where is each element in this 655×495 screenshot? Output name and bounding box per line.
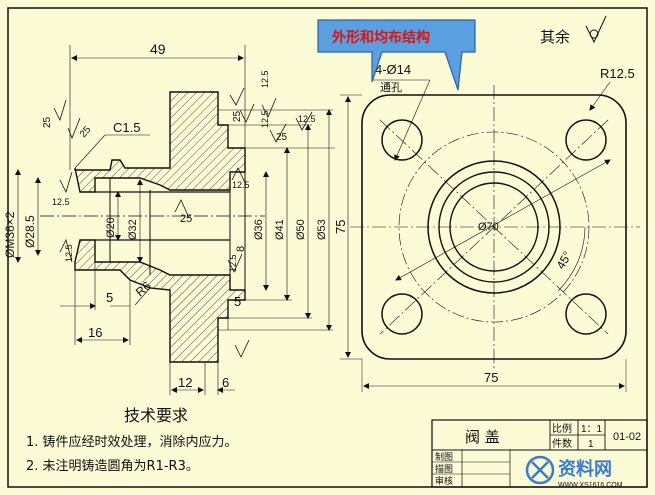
technical-requirements: 技术要求 1. 铸件应经时效处理，消除内应力。 2. 未注明铸造圆角为R1-R3… [26,406,238,474]
dim-r12-5: R12.5 [600,66,635,81]
dim-w5-a: 5 [106,290,113,305]
section-upper [74,91,246,193]
dim-w6: 6 [222,375,229,390]
dim-d20: Ø20 [105,217,117,238]
dim-w16: 16 [88,325,102,340]
scale-value: 1：1 [581,424,603,435]
front-view: 49 C1.5 ØM36×2 Ø28.5 Ø20 Ø32 Ø36 Ø41 Ø50… [3,41,335,395]
dim-w5-b: 5 [234,294,241,309]
dim-d41: Ø41 [274,219,286,240]
watermark-sub: WWW.XS1616.COM [558,482,623,489]
ra-12-5-d: 12.5 [260,110,270,128]
title-block [431,419,648,488]
requirements-title: 技术要求 [124,406,188,425]
callout-box [317,19,476,91]
section-lower [74,239,246,363]
dim-thread: ØM36×2 [3,211,17,258]
dim-holes: 4-Ø14 [375,62,411,77]
part-name: 阀 盖 [465,428,500,446]
ra-12-5-f: 12.5 [232,180,250,190]
dim-h75: 75 [333,220,348,234]
roughness-other-label: 其余 [540,28,570,46]
ra-25-b: 25 [78,124,94,140]
ra-25-e: 25 [180,213,192,225]
ra-12-5-c: 12.5 [260,70,270,88]
traced-label: 描图 [435,463,453,475]
dim-angle: 45° [553,249,574,272]
scale-label: 比例 [552,422,572,435]
drawing-number: 01-02 [613,431,641,443]
top-view: 4-Ø14 通孔 R12.5 Ø70 45° 75 75 [333,62,640,392]
dim-d70: Ø70 [478,221,499,233]
ra-25-d: 25 [276,132,288,143]
sheet-border [7,7,648,488]
roughness-symbols [53,87,313,358]
ra-12-5-g: 12.5 [228,254,238,272]
ra-25-a: 25 [42,116,53,128]
dim-through: 通孔 [380,81,402,94]
dim-d36: Ø36 [253,219,265,240]
dim-w12: 12 [178,375,192,390]
dim-d50: Ø50 [295,219,307,240]
dim-overall-length: 49 [150,41,166,57]
bolt-hole-bl [381,293,423,335]
dim-d53: Ø53 [316,219,328,240]
watermark-logo: 资料网 WWW.XS1616.COM [525,455,623,489]
callout-label: 外形和均布结构 [332,29,430,46]
qty-value: 1 [588,439,594,450]
checked-label: 审核 [435,475,453,487]
ra-25-c: 25 [232,110,243,122]
dim-d28-5: Ø28.5 [23,215,37,248]
requirement-item-1: 1. 铸件应经时效处理，消除内应力。 [26,434,238,450]
callout: 外形和均布结构 [317,19,476,91]
roughness-other-icon [585,15,607,44]
dim-w75: 75 [484,370,498,385]
qty-label: 件数 [552,437,572,450]
requirement-item-2: 2. 未注明铸造圆角为R1-R3。 [26,458,199,474]
ra-12-5-e: 12.5 [298,114,316,124]
dim-chamfer: C1.5 [113,120,140,135]
watermark-text: 资料网 [558,458,612,480]
ra-12-5-a: 12.5 [52,197,70,207]
bolt-hole-br [565,293,607,335]
dim-d32: Ø32 [127,219,139,240]
ra-12-5-b: 12.5 [64,244,74,262]
dim-w8: 8 [235,246,247,252]
drawn-label: 制图 [435,451,453,463]
